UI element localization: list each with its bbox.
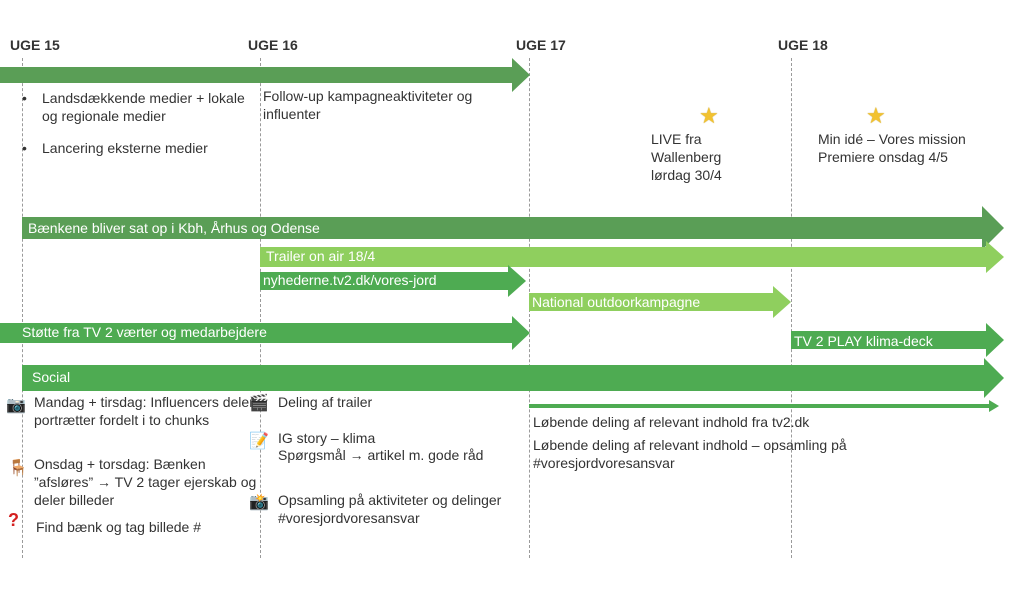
chair-icon: 🪑 bbox=[8, 460, 28, 477]
live-title: LIVE fra Wallenberg bbox=[651, 131, 722, 165]
trailer-label: Trailer on air 18/4 bbox=[266, 248, 376, 264]
social-onsdag: Onsdag + torsdag: Bænken ”afsløres” → TV… bbox=[34, 456, 257, 508]
social-opsamling: Opsamling på aktiviteter og delinger #vo… bbox=[278, 492, 502, 526]
outdoor-label: National outdoorkampagne bbox=[532, 294, 701, 310]
social-lobende-1: Løbende deling af relevant indhold fra t… bbox=[533, 414, 810, 430]
memo-icon: 📝 bbox=[249, 433, 269, 450]
social-ig-question: Spørgsmål → artikel m. gode råd bbox=[278, 447, 484, 463]
live-date: lørdag 30/4 bbox=[651, 167, 722, 183]
outdoor-bar: National outdoorkampagne bbox=[529, 286, 791, 318]
week-16-label: UGE 16 bbox=[248, 37, 298, 53]
social-ig-story: IG story – klima bbox=[278, 430, 376, 446]
social-mandag: Mandag + tirsdag: Influencers deler port… bbox=[34, 394, 254, 428]
week-15-label: UGE 15 bbox=[10, 37, 60, 53]
stotte-bar: Støtte fra TV 2 værter og medarbejdere bbox=[0, 316, 530, 350]
minide-title: Min idé – Vores mission bbox=[818, 131, 966, 147]
play-bar: TV 2 PLAY klima-deck bbox=[791, 323, 1004, 357]
media-arrow bbox=[0, 58, 530, 92]
star-icon: ★ bbox=[866, 103, 886, 128]
question-mark-icon: ? bbox=[8, 510, 19, 530]
nyhederne-label: nyhederne.tv2.dk/vores-jord bbox=[263, 272, 437, 288]
week-15-divider bbox=[22, 58, 23, 558]
social-lobende-2: Løbende deling af relevant indhold – ops… bbox=[533, 437, 847, 471]
minide-date: Premiere onsdag 4/5 bbox=[818, 149, 948, 165]
nyhederne-bar: nyhederne.tv2.dk/vores-jord bbox=[260, 265, 526, 297]
trailer-bar: Trailer on air 18/4 bbox=[260, 241, 1004, 273]
social-find: Find bænk og tag billede # bbox=[36, 519, 201, 535]
baenkene-label: Bænkene bliver sat op i Kbh, Århus og Od… bbox=[28, 220, 320, 236]
week-18-label: UGE 18 bbox=[778, 37, 828, 53]
note-followup: Follow-up kampagneaktiviteter og influen… bbox=[263, 88, 473, 122]
week-18-divider bbox=[791, 58, 792, 558]
social-deling-trailer: Deling af trailer bbox=[278, 394, 373, 410]
play-label: TV 2 PLAY klima-deck bbox=[794, 333, 933, 349]
lobende-arrow bbox=[529, 398, 999, 414]
week-17-label: UGE 17 bbox=[516, 37, 566, 53]
camera-icon: 📷 bbox=[6, 397, 26, 414]
note-landsdaekkende: Landsdækkende medier + lokale og regiona… bbox=[22, 89, 262, 125]
stotte-label: Støtte fra TV 2 værter og medarbejdere bbox=[22, 324, 267, 340]
note-lancering: Lancering eksterne medier bbox=[22, 139, 262, 157]
clapperboard-icon: 🎬 bbox=[249, 395, 269, 412]
baenkene-bar: Bænkene bliver sat op i Kbh, Århus og Od… bbox=[22, 206, 1004, 250]
camera-flash-icon: 📸 bbox=[249, 494, 269, 511]
social-bar: Social bbox=[22, 358, 1004, 398]
week-16-divider bbox=[260, 58, 261, 558]
star-icon: ★ bbox=[699, 103, 719, 128]
social-label: Social bbox=[32, 369, 71, 385]
